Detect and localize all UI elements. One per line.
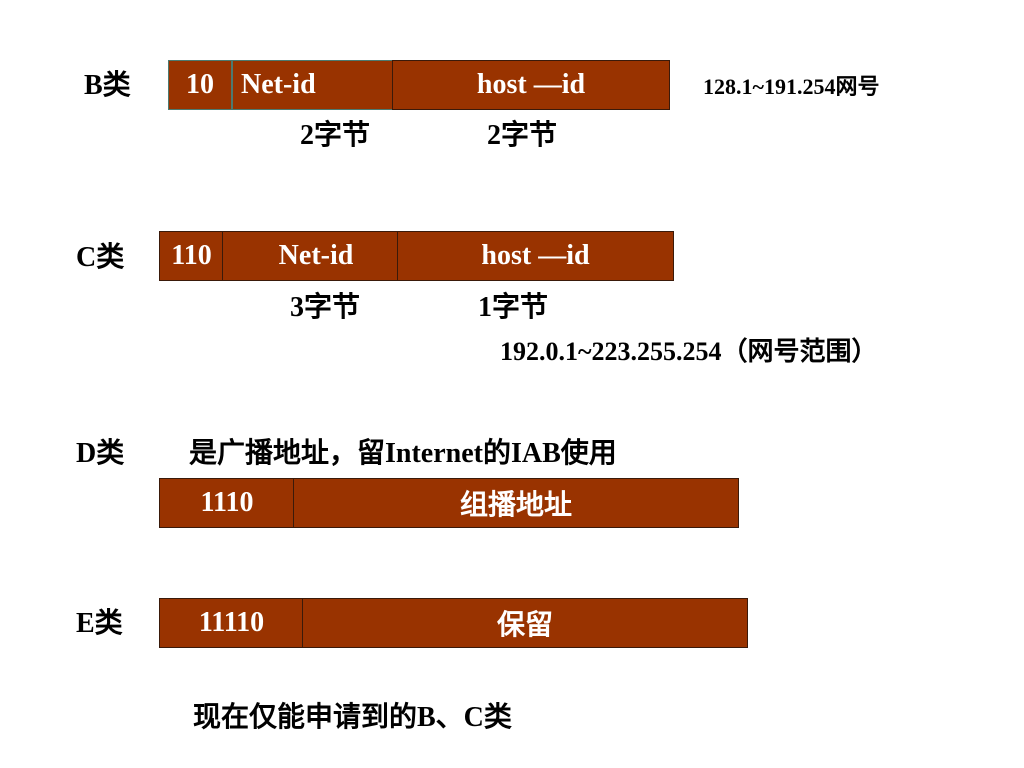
class-c-prefix-field: 110 [159,231,224,281]
class-b-host-bytes: 2字节 [487,120,558,151]
class-d-label: D类 [76,438,125,469]
class-e-reserved-field: 保留 [302,598,748,648]
class-d-description: 是广播地址，留Internet的IAB使用 [189,438,617,469]
class-b-net-bytes: 2字节 [300,120,371,151]
class-e-prefix-field: 11110 [159,598,304,648]
class-c-host-bytes: 1字节 [478,292,549,323]
class-c-net-bytes: 3字节 [290,292,361,323]
class-e-label: E类 [76,608,123,639]
class-b-net-id-field: Net-id [232,60,394,110]
class-c-range-note: 192.0.1~223.255.254（网号范围） [500,337,878,366]
class-b-host-id-field: host —id [392,60,670,110]
class-b-range-note: 128.1~191.254网号 [703,74,880,99]
class-b-label: B类 [84,70,131,101]
class-d-multicast-field: 组播地址 [293,478,739,528]
class-c-host-id-field: host —id [397,231,674,281]
class-c-net-id-field: Net-id [222,231,410,281]
class-d-prefix-field: 1110 [159,478,295,528]
class-b-prefix-field: 10 [168,60,232,110]
class-c-label: C类 [76,242,125,273]
footer-note: 现在仅能申请到的B、C类 [193,702,512,733]
